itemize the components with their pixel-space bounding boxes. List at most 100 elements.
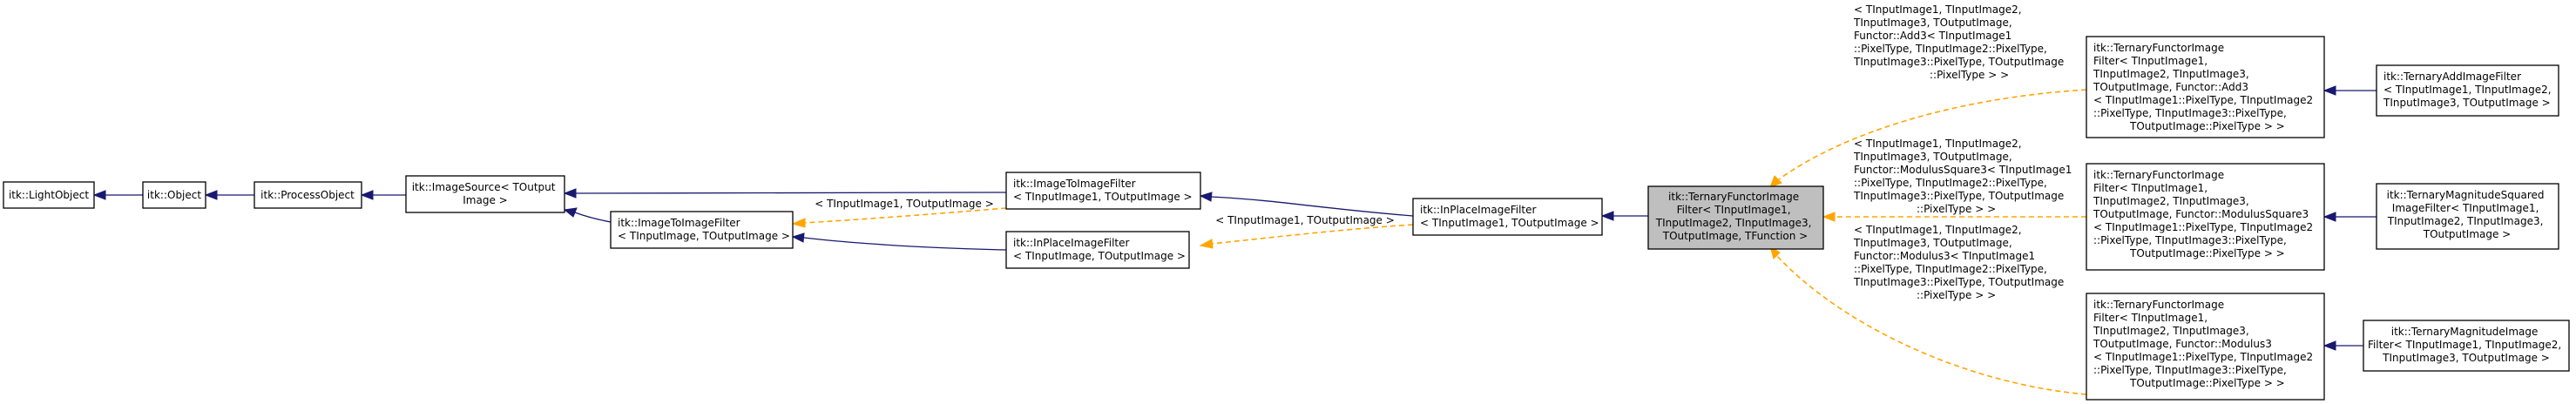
node-label-line: Filter< TInputImage1, <box>1677 204 1791 216</box>
node-itk-ternaryfunctorimagefilter-modulussquare3[interactable]: itk::TernaryFunctorImage Filter< TInputI… <box>2086 163 2325 271</box>
svg-text:< TInputImage1, TInputImage2,: < TInputImage1, TInputImage2, TInputImag… <box>1853 3 2067 81</box>
svg-text:itk::Object: itk::Object <box>147 189 201 201</box>
edge-label-ipif1: < TInputImage1, TOutputImage > <box>1215 214 1395 226</box>
node-label-line: itk::InPlaceImageFilter <box>1420 204 1536 216</box>
node-itk-ternaryaddimagefilter[interactable]: itk::TernaryAddImageFilter < TInputImage… <box>2376 64 2559 117</box>
node-label-line: itk::TernaryAddImageFilter <box>2383 71 2521 83</box>
svg-text:itk::TernaryMagnitudeSquared: itk::TernaryMagnitudeSquared ImageFilter… <box>2387 189 2548 240</box>
node-label-line: TOutputImage, Functor::Add3 <box>2093 81 2248 93</box>
edge-label-line: TInputImage3, TOutputImage, <box>1853 17 2012 29</box>
edge-label-line: ::PixelType > > <box>1917 203 1996 215</box>
node-label-line: TInputImage3, TOutputImage > <box>2382 352 2550 364</box>
node-label-line: TInputImage2, TInputImage3, <box>2093 68 2249 80</box>
edge-label-line: ::PixelType, TInputImage2::PixelType, <box>1854 263 2047 275</box>
node-label-line: itk::ImageSource< TOutput <box>412 181 556 193</box>
svg-text:itk::TernaryFunctorImage: itk::TernaryFunctorImage Filter< TInputI… <box>1655 191 1815 242</box>
edge-label-line: ::PixelType, TInputImage2::PixelType, <box>1854 43 2047 55</box>
node-itk-inplaceimagefilter-tinput1[interactable]: itk::InPlaceImageFilter < TInputImage1, … <box>1412 198 1603 236</box>
svg-text:itk::ImageToImageFilter: itk::ImageToImageFilter < TInputImage, T… <box>618 217 790 242</box>
edge-itif-to-imagesource <box>563 207 612 223</box>
node-itk-imagetoimagefilter-tinput1[interactable]: itk::ImageToImageFilter < TInputImage1, … <box>1005 172 1201 210</box>
node-label-line: TInputImage2, TInputImage3, <box>1655 217 1812 229</box>
node-label-line: Filter< TInputImage1, <box>2093 182 2208 194</box>
node-label-line: itk::TernaryMagnitudeImage <box>2391 326 2539 338</box>
edge-label-itif1: < TInputImage1, TOutputImage > <box>815 198 994 210</box>
node-label-line: < TInputImage1::PixelType, TInputImage2 <box>2093 351 2313 363</box>
svg-text:< TInputImage1, TOutputImage >: < TInputImage1, TOutputImage > <box>815 198 994 210</box>
node-itk-inplaceimagefilter[interactable]: itk::InPlaceImageFilter < TInputImage, T… <box>1005 231 1190 269</box>
node-label-line: ::PixelType, TInputImage3::PixelType, <box>2093 364 2287 376</box>
edge-label-line: TInputImage3::PixelType, TOutputImage <box>1853 190 2064 202</box>
node-label-line: TOutputImage > <box>2423 228 2511 240</box>
edge-ipif-to-itif <box>791 232 1007 251</box>
node-label-line: TOutputImage, Functor::ModulusSquare3 <box>2093 208 2309 220</box>
node-label-line: TInputImage2, TInputImage3, <box>2093 195 2249 207</box>
node-label-line: Filter< TInputImage1, <box>2093 55 2208 67</box>
edge-object-to-lightobject <box>92 190 143 200</box>
node-label-line: TInputImage2, TInputImage3, <box>2093 325 2249 337</box>
node-label-line: TInputImage3, TOutputImage > <box>2383 97 2551 109</box>
node-label-line: itk::ImageToImageFilter <box>1013 178 1136 190</box>
node-label-line: ::PixelType, TInputImage3::PixelType, <box>2093 107 2287 119</box>
svg-text:< TInputImage1, TInputImage2,: < TInputImage1, TInputImage2, TInputImag… <box>1853 138 2075 215</box>
node-label-line: ::PixelType, TInputImage3::PixelType, <box>2093 234 2287 246</box>
node-label-line: itk::TernaryFunctorImage <box>1668 191 1799 203</box>
node-itk-imagetoimagefilter[interactable]: itk::ImageToImageFilter < TInputImage, T… <box>610 211 794 249</box>
edge-imagesource-to-processobject <box>360 190 406 200</box>
node-label-line: itk::TernaryFunctorImage <box>2093 169 2224 181</box>
node-label-line: < TInputImage, TOutputImage > <box>618 230 790 242</box>
node-itk-lightobject[interactable]: itk::LightObject <box>3 181 95 209</box>
node-label-line: TInputImage2, TInputImage3, <box>2387 215 2544 227</box>
svg-text:< TInputImage1, TInputImage2,: < TInputImage1, TInputImage2, TInputImag… <box>1853 224 2067 301</box>
edge-label-mod3: < TInputImage1, TInputImage2, TInputImag… <box>1853 224 2067 301</box>
edge-label-line: ::PixelType > > <box>1930 69 2009 81</box>
edge-processobject-to-object <box>204 190 254 200</box>
edge-label-line: < TInputImage1, TOutputImage > <box>1215 214 1395 226</box>
node-label-line: itk::ProcessObject <box>260 189 355 201</box>
node-label-line: itk::TernaryFunctorImage <box>2093 42 2224 54</box>
node-itk-imagesource[interactable]: itk::ImageSource< TOutput Image > <box>405 175 565 213</box>
node-label-line: < TInputImage1, TInputImage2, <box>2383 84 2552 96</box>
svg-text:itk::ImageToImageFilter: itk::ImageToImageFilter < TInputImage1, … <box>1013 178 1193 203</box>
edge-ternaryadd-to-functoradd3 <box>2322 85 2377 96</box>
svg-text:itk::ImageSource< TOutput: itk::ImageSource< TOutput Image > <box>412 181 559 206</box>
node-itk-ternaryfunctorimagefilter-modulus3[interactable]: itk::TernaryFunctorImage Filter< TInputI… <box>2086 293 2325 401</box>
edge-label-line: Functor::Add3< TInputImage1 <box>1854 30 2011 42</box>
svg-text:itk::InPlaceImageFilter: itk::InPlaceImageFilter < TInputImage, T… <box>1013 237 1186 262</box>
edge-template-add3 <box>1769 89 2087 188</box>
node-label-line: TOutputImage::PixelType > > <box>2129 247 2285 259</box>
svg-text:itk::LightObject: itk::LightObject <box>9 189 89 201</box>
edge-magsq-to-functormodsq3 <box>2322 212 2377 222</box>
node-itk-processobject[interactable]: itk::ProcessObject <box>254 181 362 209</box>
svg-text:itk::TernaryFunctorImage: itk::TernaryFunctorImage Filter< TInputI… <box>2093 169 2316 259</box>
svg-text:itk::TernaryAddImageFilter: itk::TernaryAddImageFilter < TInputImage… <box>2383 71 2554 109</box>
edge-label-line: ::PixelType, TInputImage2::PixelType, <box>1854 177 2047 189</box>
node-itk-ternaryfunctorimagefilter[interactable]: itk::TernaryFunctorImage Filter< TInputI… <box>1647 185 1824 250</box>
node-itk-ternaryfunctorimagefilter-add3[interactable]: itk::TernaryFunctorImage Filter< TInputI… <box>2086 36 2325 138</box>
svg-text:itk::InPlaceImageFilter: itk::InPlaceImageFilter < TInputImage1, … <box>1420 204 1599 229</box>
node-label-line: itk::LightObject <box>9 189 89 201</box>
node-label-line: TOutputImage::PixelType > > <box>2129 120 2285 132</box>
node-label-line: itk::Object <box>147 189 201 201</box>
edge-template-modsq3 <box>1822 212 2086 222</box>
node-label-line: < TInputImage1, TOutputImage > <box>1420 217 1599 229</box>
node-itk-ternarymagnitudesquaredimagefilter[interactable]: itk::TernaryMagnitudeSquared ImageFilter… <box>2376 183 2559 250</box>
edge-label-modsq3: < TInputImage1, TInputImage2, TInputImag… <box>1853 138 2075 215</box>
edge-template-itif1 <box>791 207 1007 228</box>
edge-label-add3: < TInputImage1, TInputImage2, TInputImag… <box>1853 3 2067 81</box>
node-label-line: TOutputImage, TFunction > <box>1662 230 1808 242</box>
node-itk-object[interactable]: itk::Object <box>142 181 206 209</box>
node-label-line: Filter< TInputImage1, TInputImage2, <box>2368 339 2561 351</box>
svg-text:itk::TernaryMagnitudeImage: itk::TernaryMagnitudeImage Filter< TInpu… <box>2368 326 2565 364</box>
node-itk-ternarymagnitudeimagefilter[interactable]: itk::TernaryMagnitudeImage Filter< TInpu… <box>2363 320 2570 372</box>
edge-ipif1-to-itif1 <box>1199 192 1414 217</box>
edge-label-line: TInputImage3::PixelType, TOutputImage <box>1853 56 2064 68</box>
svg-text:< TInputImage1, TOutputImage >: < TInputImage1, TOutputImage > <box>1215 214 1395 226</box>
node-label-line: < TInputImage1::PixelType, TInputImage2 <box>2093 221 2313 233</box>
node-label-line: itk::TernaryMagnitudeSquared <box>2387 189 2545 201</box>
node-label-line: TOutputImage::PixelType > > <box>2129 377 2285 389</box>
edge-label-line: TInputImage3, TOutputImage, <box>1853 151 2012 163</box>
node-label-line: < TInputImage1, TOutputImage > <box>1013 191 1193 203</box>
edge-label-line: ::PixelType > > <box>1917 289 1996 301</box>
